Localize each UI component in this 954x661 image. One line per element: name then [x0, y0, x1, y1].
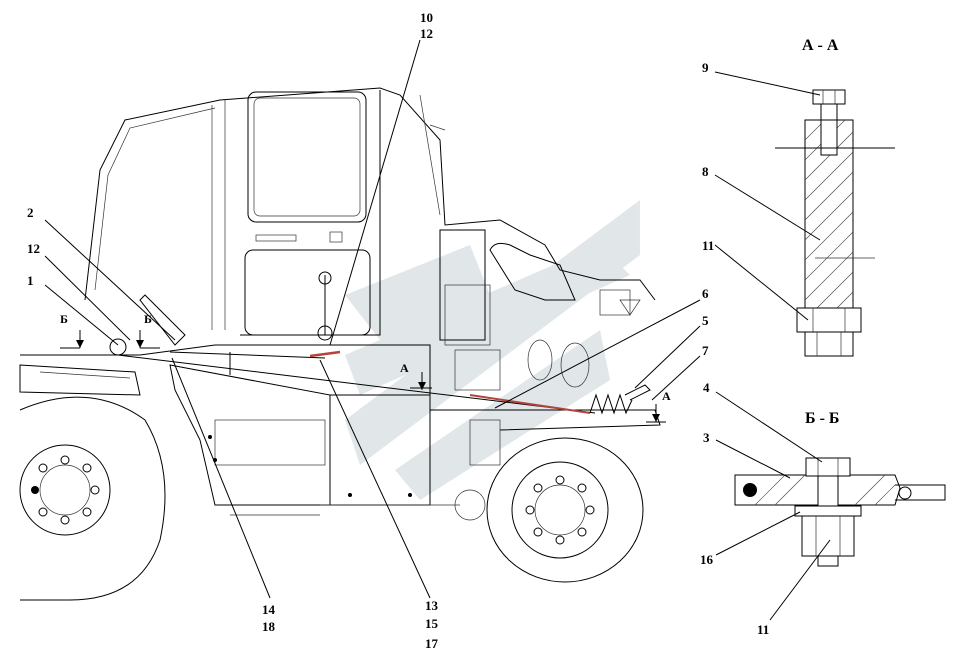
section-marker-a-right: А — [646, 389, 671, 423]
section-aa-detail: А - А 9 8 11 — [702, 37, 895, 357]
callout-5: 5 — [702, 313, 709, 328]
brake-linkage — [109, 271, 651, 415]
section-bb-title: Б - Б — [805, 410, 839, 427]
callout-3: 3 — [703, 430, 710, 445]
section-marker-a-left: А — [400, 361, 432, 390]
callout-2: 2 — [27, 205, 34, 220]
rear-wheel — [454, 437, 644, 583]
section-bb-detail: Б - Б 4 3 16 11 — [700, 380, 946, 637]
callout-11-lower: 11 — [757, 622, 769, 637]
callout-15: 15 — [425, 616, 439, 631]
front-wheel — [19, 396, 166, 601]
callout-16: 16 — [700, 552, 714, 567]
callout-14: 14 — [262, 602, 276, 617]
svg-text:Б: Б — [60, 312, 68, 326]
section-aa-title: А - А — [802, 37, 839, 54]
callout-6: 6 — [702, 286, 709, 301]
callout-12-left: 12 — [27, 241, 40, 256]
callout-10: 10 — [420, 10, 433, 25]
callout-12-top: 12 — [420, 26, 433, 41]
callout-11-upper: 11 — [702, 238, 714, 253]
callout-9: 9 — [702, 60, 709, 75]
callout-18: 18 — [262, 619, 276, 634]
section-marker-b-right: Б — [136, 312, 160, 349]
cabin-outline — [84, 87, 656, 301]
section-marker-b-left: Б — [60, 312, 84, 349]
callout-17: 17 — [425, 636, 439, 651]
spring — [589, 393, 633, 415]
cable-main — [117, 354, 596, 414]
svg-text:А: А — [400, 361, 409, 375]
callout-labels: 10 12 2 12 1 6 5 7 14 18 13 15 17 — [27, 10, 709, 651]
callout-1: 1 — [27, 273, 34, 288]
pulley — [109, 338, 127, 356]
callout-13: 13 — [425, 598, 439, 613]
svg-text:Б: Б — [144, 312, 152, 326]
callout-4: 4 — [703, 380, 710, 395]
callout-7: 7 — [702, 343, 709, 358]
pedal — [139, 294, 186, 346]
watermark-logo — [345, 200, 640, 500]
svg-text:А: А — [662, 389, 671, 403]
callout-8: 8 — [702, 164, 709, 179]
leader-lines — [44, 39, 701, 599]
